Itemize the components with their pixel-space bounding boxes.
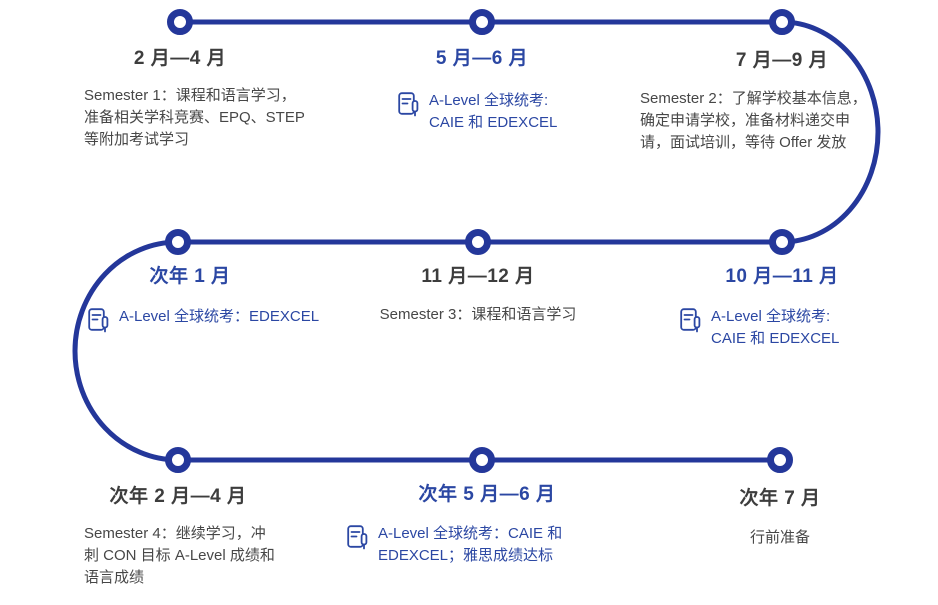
timeline-item-next-may-jun: 次年 5 月—6 月 A-Level 全球统考：CAIE 和 EDEXCEL；雅… bbox=[332, 482, 642, 567]
item-description: 行前准备 bbox=[749, 529, 810, 546]
timeline-node bbox=[769, 9, 795, 35]
item-description: Semester 4：继续学习，冲 刺 CON 目标 A-Level 成绩和 语… bbox=[84, 525, 275, 586]
item-title: 5 月—6 月 bbox=[435, 48, 529, 69]
document-with-pen-icon bbox=[347, 525, 368, 550]
item-title: 次年 5 月—6 月 bbox=[418, 484, 556, 505]
timeline-item-next-jul: 次年 7 月 行前准备 bbox=[655, 486, 905, 549]
timeline-node bbox=[165, 229, 191, 255]
item-title: 次年 1 月 bbox=[149, 266, 231, 287]
item-description: Semester 1：课程和语言学习， 准备相关学科竞赛、EPQ、STEP 等附… bbox=[84, 87, 305, 148]
document-with-pen-icon bbox=[398, 92, 419, 117]
timeline-node bbox=[465, 229, 491, 255]
item-title: 次年 2 月—4 月 bbox=[109, 486, 247, 507]
item-description: A-Level 全球统考: CAIE 和 EDEXCEL bbox=[429, 92, 558, 131]
item-description: A-Level 全球统考: CAIE 和 EDEXCEL bbox=[711, 308, 840, 347]
timeline-node bbox=[167, 9, 193, 35]
item-title: 7 月—9 月 bbox=[735, 50, 829, 71]
timeline-node bbox=[165, 447, 191, 473]
item-description: Semester 2：了解学校基本信息， 确定申请学校，准备材料递交申 请，面试… bbox=[640, 90, 867, 151]
timeline-item-may-jun: 5 月—6 月 A-Level 全球统考: CAIE 和 EDEXCEL bbox=[332, 46, 632, 134]
timeline-node bbox=[767, 447, 793, 473]
item-description: Semester 3：课程和语言学习 bbox=[379, 306, 577, 323]
timeline-item-jul-sep: 7 月—9 月 Semester 2：了解学校基本信息， 确定申请学校，准备材料… bbox=[632, 48, 932, 154]
timeline-node bbox=[469, 9, 495, 35]
document-with-pen-icon bbox=[88, 308, 109, 333]
timeline-item-next-feb-apr: 次年 2 月—4 月 Semester 4：继续学习，冲 刺 CON 目标 A-… bbox=[28, 484, 328, 589]
item-title: 11 月—12 月 bbox=[421, 266, 535, 287]
document-with-pen-icon bbox=[680, 308, 701, 333]
item-title: 2 月—4 月 bbox=[133, 48, 227, 69]
item-title: 次年 7 月 bbox=[739, 488, 821, 509]
timeline-item-feb-apr: 2 月—4 月 Semester 1：课程和语言学习， 准备相关学科竞赛、EPQ… bbox=[15, 46, 345, 151]
item-description: A-Level 全球统考：EDEXCEL bbox=[119, 308, 320, 325]
timeline-item-nov-dec: 11 月—12 月 Semester 3：课程和语言学习 bbox=[328, 264, 628, 326]
timeline-item-next-jan: 次年 1 月 A-Level 全球统考：EDEXCEL bbox=[40, 264, 340, 334]
timeline-node bbox=[769, 229, 795, 255]
item-description: A-Level 全球统考：CAIE 和 EDEXCEL；雅思成绩达标 bbox=[378, 525, 563, 564]
item-title: 10 月—11 月 bbox=[725, 266, 839, 287]
timeline-item-oct-nov: 10 月—11 月 A-Level 全球统考: CAIE 和 EDEXCEL bbox=[642, 264, 922, 350]
timeline-node bbox=[469, 447, 495, 473]
